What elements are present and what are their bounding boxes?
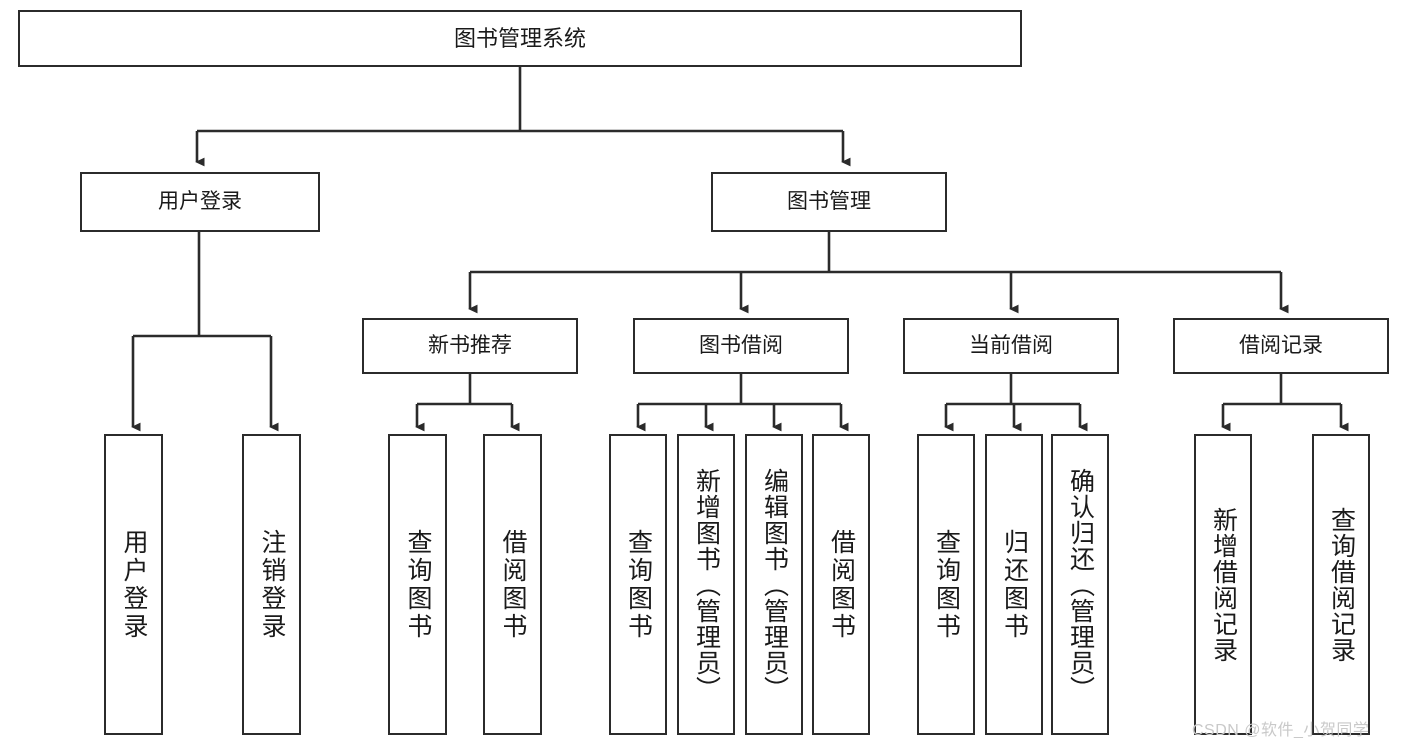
node-label: 新增借阅记录 (1209, 506, 1238, 663)
node-label: 归还图书 (1000, 528, 1029, 641)
node-new-book-recommend[interactable]: 新书推荐 (362, 318, 578, 374)
node-book-borrow[interactable]: 图书借阅 (633, 318, 849, 374)
node-borrow-record[interactable]: 借阅记录 (1173, 318, 1389, 374)
node-label: 新增图书（管理员） (692, 467, 721, 702)
node-label: 注销登录 (258, 528, 286, 641)
node-label: 确认归还（管理员） (1066, 467, 1095, 702)
node-user-login[interactable]: 用户登录 (80, 172, 320, 232)
node-label: 借阅记录 (1239, 333, 1323, 357)
leaf-confirm-return-admin[interactable]: 确认归还（管理员） (1051, 434, 1109, 735)
node-label: 当前借阅 (969, 333, 1053, 357)
node-label: 图书借阅 (699, 333, 783, 357)
leaf-query-book-recommend[interactable]: 查询图书 (388, 434, 447, 735)
node-root-system[interactable]: 图书管理系统 (18, 10, 1022, 67)
node-label: 新书推荐 (428, 333, 512, 357)
leaf-query-borrow-record[interactable]: 查询借阅记录 (1312, 434, 1370, 735)
leaf-borrow-book-recommend[interactable]: 借阅图书 (483, 434, 542, 735)
node-current-borrow[interactable]: 当前借阅 (903, 318, 1119, 374)
node-label: 图书管理系统 (453, 25, 586, 51)
node-label: 查询图书 (932, 528, 961, 641)
leaf-borrow-book[interactable]: 借阅图书 (812, 434, 870, 735)
node-label: 用户登录 (158, 189, 242, 213)
node-label: 编辑图书（管理员） (760, 467, 789, 702)
csdn-watermark: CSDN @软件_小贺同学 (1192, 722, 1370, 739)
leaf-query-book-borrow[interactable]: 查询图书 (609, 434, 667, 735)
leaf-add-borrow-record[interactable]: 新增借阅记录 (1194, 434, 1252, 735)
leaf-user-logout[interactable]: 注销登录 (242, 434, 301, 735)
leaf-user-login[interactable]: 用户登录 (104, 434, 163, 735)
leaf-query-book-current[interactable]: 查询图书 (917, 434, 975, 735)
leaf-edit-book-admin[interactable]: 编辑图书（管理员） (745, 434, 803, 735)
node-label: 查询图书 (624, 528, 653, 641)
node-label: 图书管理 (787, 189, 871, 213)
node-label: 借阅图书 (827, 528, 856, 641)
node-label: 查询借阅记录 (1327, 506, 1356, 663)
leaf-add-book-admin[interactable]: 新增图书（管理员） (677, 434, 735, 735)
leaf-return-book[interactable]: 归还图书 (985, 434, 1043, 735)
node-label: 查询图书 (404, 528, 432, 641)
node-book-management[interactable]: 图书管理 (711, 172, 947, 232)
node-label: 借阅图书 (499, 528, 527, 641)
node-label: 用户登录 (120, 528, 148, 641)
